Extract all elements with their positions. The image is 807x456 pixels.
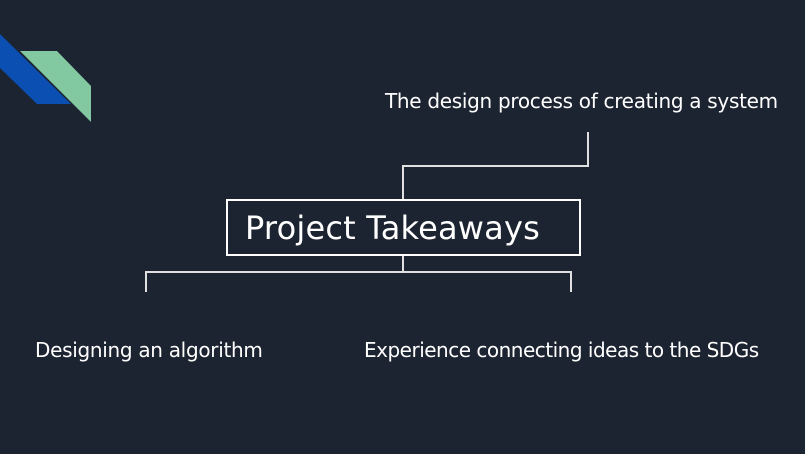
node-right-label: Experience connecting ideas to the SDGs — [364, 338, 759, 362]
connector-top — [402, 132, 589, 199]
green-ribbon-shape — [20, 51, 91, 122]
root-node-box: Project Takeaways — [226, 199, 581, 256]
node-left-label: Designing an algorithm — [35, 338, 263, 362]
connector-bottom-bar — [145, 271, 572, 292]
blue-ribbon-shape — [0, 34, 71, 104]
root-node-label: Project Takeaways — [245, 208, 540, 247]
node-top-label: The design process of creating a system — [385, 89, 778, 113]
corner-decoration — [0, 34, 91, 122]
